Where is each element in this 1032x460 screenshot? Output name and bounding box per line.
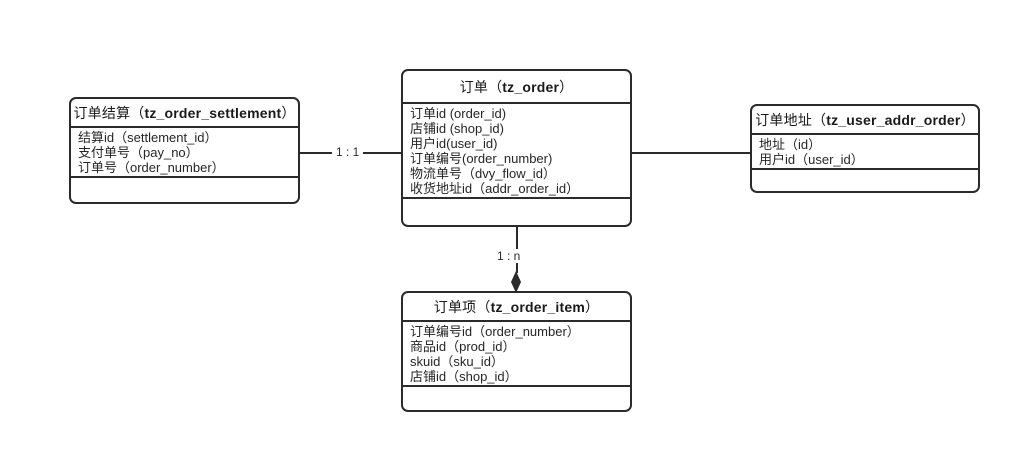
attribute-row: 用户id（user_id）	[759, 152, 864, 167]
attribute-row: 店铺id（shop_id）	[410, 369, 518, 384]
attribute-row: 物流单号（dvy_flow_id）	[410, 166, 556, 181]
paren-close: ）	[960, 111, 975, 128]
attribute-row: 收货地址id（addr_order_id）	[410, 181, 580, 196]
attribute-row: 商品id（prod_id）	[410, 339, 516, 354]
attribute-row: 订单编号id（order_number）	[410, 324, 580, 339]
paren-close: ）	[281, 104, 296, 121]
attribute-row: 店铺id (shop_id)	[410, 121, 504, 136]
entity-order-item[interactable]: 订单项（tz_order_item） 订单编号id（order_number） …	[401, 291, 632, 412]
entity-user-addr-order[interactable]: 订单地址（tz_user_addr_order） 地址（id） 用户id（use…	[750, 104, 980, 193]
filled-diamond-marker	[509, 271, 523, 293]
entity-name-user-addr-order: 订单地址	[755, 111, 813, 128]
entity-name-order-item: 订单项	[433, 298, 477, 315]
edge-label-order-item: 1 : n	[493, 249, 525, 263]
attribute-row: 结算id（settlement_id）	[78, 130, 218, 145]
paren-close: ）	[559, 78, 574, 95]
attribute-row: 地址（id）	[759, 137, 822, 152]
entity-footer-order	[403, 199, 630, 225]
entity-attrs-user-addr-order: 地址（id） 用户id（user_id）	[752, 135, 978, 170]
paren-open: （	[812, 111, 827, 128]
entity-attrs-order: 订单id (order_id) 店铺id (shop_id) 用户id(user…	[403, 104, 630, 199]
entity-footer-order-item	[403, 387, 630, 410]
entity-order-settlement[interactable]: 订单结算（tz_order_settlement） 结算id（settlemen…	[69, 97, 300, 204]
attribute-row: 订单id (order_id)	[410, 106, 507, 121]
paren-open: （	[476, 298, 491, 315]
attribute-row: 支付单号（pay_no）	[78, 145, 199, 160]
attribute-row: 用户id(user_id)	[410, 136, 498, 151]
paren-open: （	[130, 104, 145, 121]
paren-close: ）	[585, 298, 600, 315]
entity-title-order-item: 订单项（tz_order_item）	[403, 293, 630, 322]
entity-title-order-settlement: 订单结算（tz_order_settlement）	[71, 99, 298, 128]
paren-open: （	[488, 78, 503, 95]
entity-name-order-settlement: 订单结算	[73, 104, 131, 121]
entity-table-order-item: tz_order_item	[490, 298, 586, 315]
entity-footer-order-settlement	[71, 178, 298, 202]
entity-name-order: 订单	[459, 78, 489, 95]
entity-title-user-addr-order: 订单地址（tz_user_addr_order）	[752, 106, 978, 135]
entity-title-order: 订单（tz_order）	[403, 71, 630, 104]
edge-label-settlement-order: 1 : 1	[332, 145, 364, 159]
entity-attrs-order-item: 订单编号id（order_number） 商品id（prod_id） skuid…	[403, 322, 630, 387]
entity-footer-user-addr-order	[752, 170, 978, 191]
edge-order-address	[632, 152, 750, 154]
entity-table-order-settlement: tz_order_settlement	[144, 104, 282, 121]
attribute-row: 订单号（order_number）	[78, 160, 225, 175]
attribute-row: 订单编号(order_number)	[410, 151, 553, 166]
entity-attrs-order-settlement: 结算id（settlement_id） 支付单号（pay_no） 订单号（ord…	[71, 128, 298, 178]
entity-order[interactable]: 订单（tz_order） 订单id (order_id) 店铺id (shop_…	[401, 69, 632, 227]
entity-table-user-addr-order: tz_user_addr_order	[826, 111, 961, 128]
entity-table-order: tz_order	[502, 78, 560, 95]
attribute-row: skuid（sku_id）	[410, 354, 504, 369]
